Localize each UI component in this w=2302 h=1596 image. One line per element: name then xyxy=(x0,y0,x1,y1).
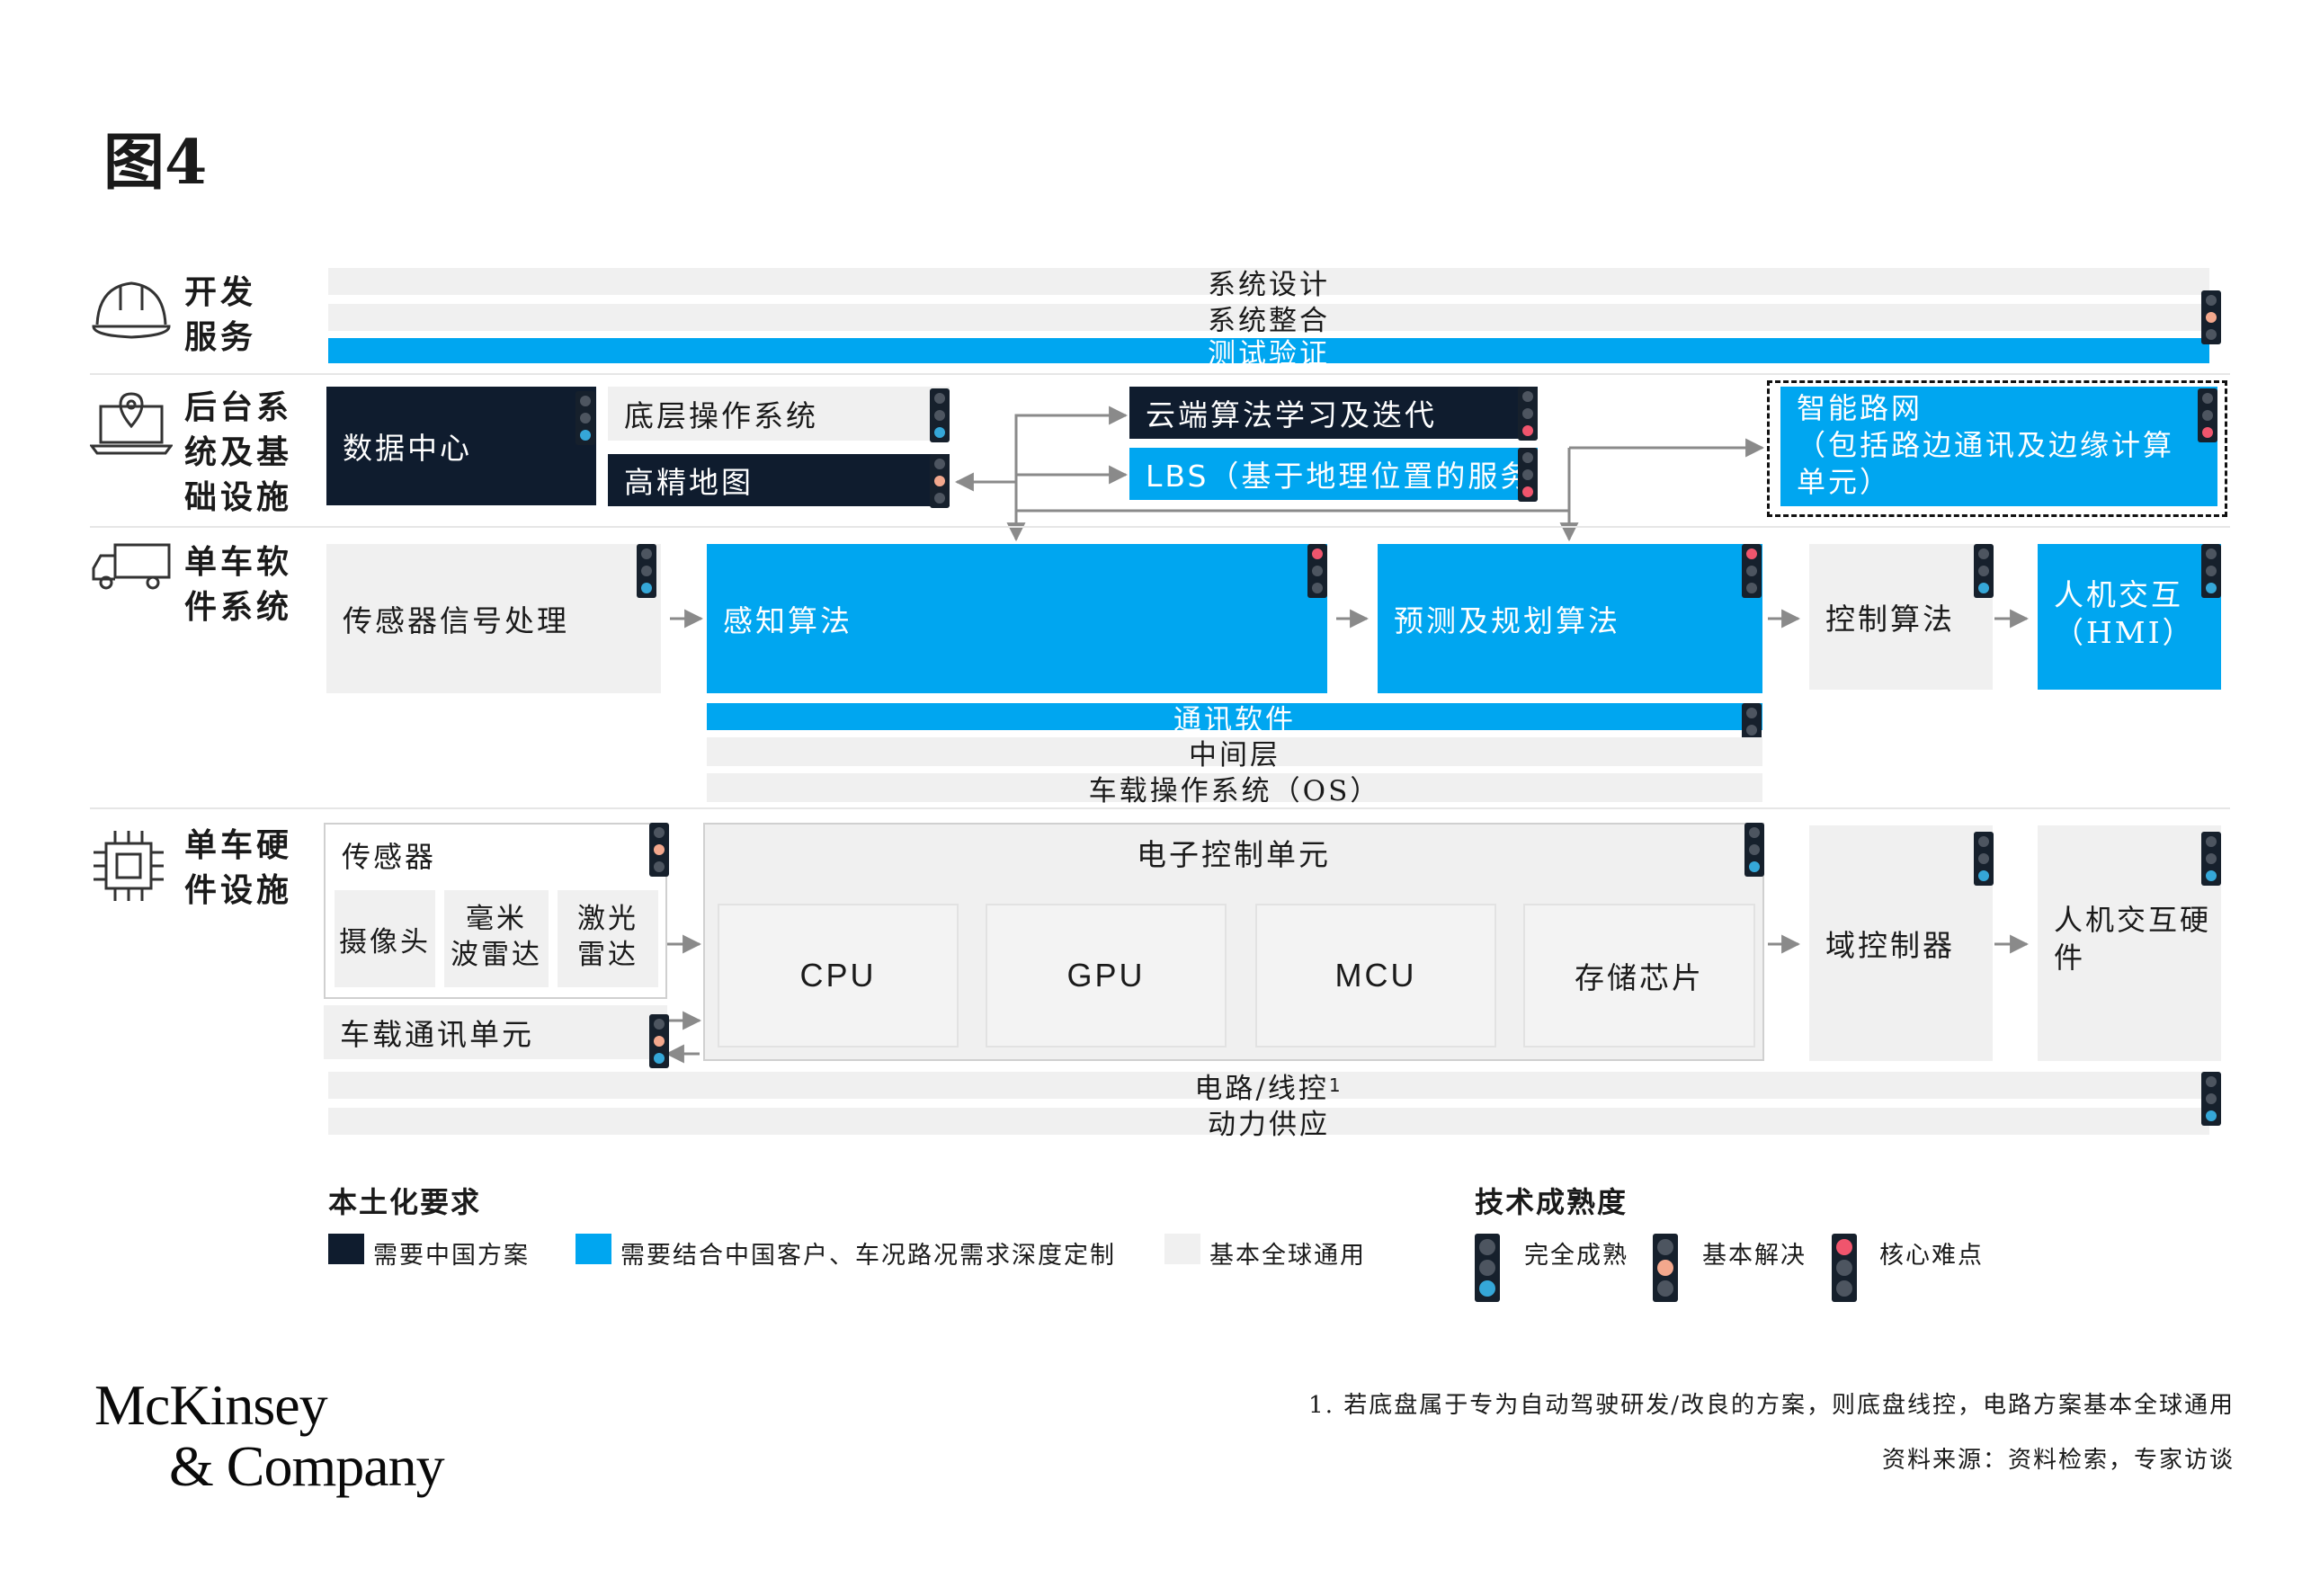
traffic-light-icon xyxy=(649,1014,669,1068)
box-hd-map: 高精地图 xyxy=(608,454,950,506)
traffic-light-icon xyxy=(930,454,950,508)
traffic-light-icon xyxy=(1742,544,1762,598)
box-sensor-signal: 传感器信号处理 xyxy=(326,544,661,693)
bar-comm-software: 通讯软件 xyxy=(707,703,1762,736)
category-dev-services: 开发 服务 xyxy=(184,273,257,356)
row-separator xyxy=(90,526,2230,528)
box-mcu: MCU xyxy=(1255,904,1496,1048)
row-separator xyxy=(90,807,2230,809)
traffic-light-icon xyxy=(2198,388,2217,442)
arrow-to-cloud-algo xyxy=(1014,406,1129,535)
traffic-light-icon xyxy=(649,823,669,877)
traffic-light-icon xyxy=(2201,544,2221,598)
logo-line-2: & Company xyxy=(169,1434,445,1498)
traffic-light-icon xyxy=(2201,1072,2221,1126)
smart-road-frame xyxy=(1767,380,2227,517)
category-backend: 后台系 统及基 础设施 xyxy=(184,388,293,516)
box-cloud-algo: 云端算法学习及迭代 xyxy=(1129,387,1538,439)
box-smart-road: 智能路网 （包括路边通讯及边缘计算 单元） xyxy=(1780,387,2217,506)
box-perception: 感知算法 xyxy=(707,544,1327,693)
legend-mature: 完全成熟 xyxy=(1524,1242,1628,1270)
box-mmwave-radar: 毫米 波雷达 xyxy=(444,890,549,987)
traffic-light-icon xyxy=(930,388,950,442)
legend-basic: 基本解决 xyxy=(1702,1242,1807,1270)
figure-title: 图4 xyxy=(103,127,208,199)
box-storage-chip: 存储芯片 xyxy=(1523,904,1755,1048)
bar-test-validation: 测试验证 xyxy=(328,338,2209,370)
box-hmi: 人机交互 （HMI） xyxy=(2038,544,2221,690)
traffic-light-icon xyxy=(1744,823,1764,877)
box-lidar: 激光 雷达 xyxy=(558,890,658,987)
swatch-china-custom xyxy=(576,1234,611,1264)
box-domain-controller: 域控制器 xyxy=(1809,825,1993,1061)
traffic-light-icon xyxy=(1518,448,1538,502)
label-sensors: 传感器 xyxy=(342,840,437,874)
chip-icon xyxy=(94,831,164,901)
box-camera: 摄像头 xyxy=(335,890,435,987)
traffic-light-icon xyxy=(1974,544,1994,598)
traffic-light-icon xyxy=(637,544,656,598)
category-vehicle-software: 单车软 件系统 xyxy=(184,543,293,626)
bar-middleware: 中间层 xyxy=(707,737,1762,771)
category-vehicle-hardware: 单车硬 件设施 xyxy=(184,826,293,909)
traffic-light-icon xyxy=(1307,544,1327,598)
source-note: 资料来源：资料检索，专家访谈 xyxy=(1881,1447,2235,1474)
truck-icon xyxy=(92,543,171,590)
legend-maturity-title: 技术成熟度 xyxy=(1475,1185,1628,1219)
box-gpu: GPU xyxy=(986,904,1227,1048)
swatch-global xyxy=(1164,1234,1200,1264)
label-circuit: 电路/线控 xyxy=(1194,1072,1329,1105)
bar-vehicle-os: 车载操作系统（OS） xyxy=(707,773,1762,807)
box-prediction-planning: 预测及规划算法 xyxy=(1378,544,1762,693)
traffic-light-icon xyxy=(1653,1234,1678,1302)
box-lbs: LBS（基于地理位置的服务 xyxy=(1129,448,1538,500)
box-control-algo: 控制算法 xyxy=(1809,544,1993,690)
box-base-os: 底层操作系统 xyxy=(608,387,950,441)
legend-core: 核心难点 xyxy=(1879,1242,1984,1270)
bar-system-integration: 系统整合 xyxy=(328,304,2209,337)
swatch-china-solution xyxy=(328,1234,364,1264)
traffic-light-icon xyxy=(2201,832,2221,886)
legend-china-custom: 需要结合中国客户、车况路况需求深度定制 xyxy=(620,1242,1116,1270)
logo-line-1: McKinsey xyxy=(94,1373,328,1437)
traffic-light-icon xyxy=(576,391,595,445)
box-telematics: 车载通讯单元 xyxy=(324,1005,667,1059)
legend-localization-title: 本土化要求 xyxy=(328,1185,482,1219)
traffic-light-icon xyxy=(1475,1234,1500,1302)
traffic-light-icon xyxy=(1832,1234,1857,1302)
footnote: 1. 若底盘属于专为自动驾驶研发/改良的方案，则底盘线控，电路方案基本全球通用 xyxy=(1308,1392,2235,1419)
hard-hat-icon xyxy=(92,281,171,339)
label-ecu: 电子控制单元 xyxy=(1137,837,1331,872)
row-separator xyxy=(90,373,2230,375)
traffic-light-icon xyxy=(2201,290,2221,344)
sensors-group xyxy=(324,823,667,999)
box-data-center: 数据中心 xyxy=(326,387,596,505)
bar-power-supply: 动力供应 xyxy=(328,1108,2209,1141)
laptop-location-icon xyxy=(90,392,173,455)
legend-global: 基本全球通用 xyxy=(1209,1242,1366,1270)
box-hmi-hardware: 人机交互硬 件 xyxy=(2038,825,2221,1061)
traffic-light-icon xyxy=(1518,387,1538,441)
traffic-light-icon xyxy=(1974,832,1994,886)
footnote-marker: 1 xyxy=(1328,1074,1343,1096)
bar-system-design: 系统设计 xyxy=(328,268,2209,301)
legend-china-solution: 需要中国方案 xyxy=(373,1242,530,1270)
box-cpu: CPU xyxy=(718,904,959,1048)
